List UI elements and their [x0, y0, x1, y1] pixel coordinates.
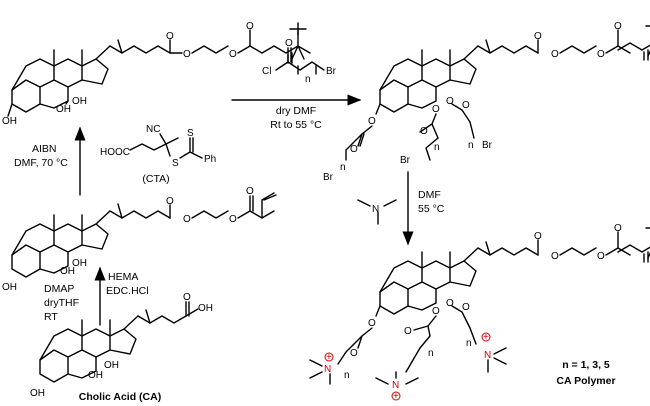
label-n-sub-6: n	[466, 338, 472, 349]
label-o-8: O	[246, 186, 254, 197]
label-o-30: O	[285, 38, 293, 49]
label-o-25: O	[462, 302, 470, 313]
molecule-acylated-intermediate: O O n Br O O n Br O O n Br O O O O	[323, 19, 650, 183]
label-o-15: O	[462, 100, 470, 111]
cond-hema-2: dryTHF	[44, 297, 79, 309]
label-s-2: S	[187, 128, 194, 139]
cond-amine-1: DMF	[418, 189, 441, 201]
label-n-sub-3: n	[468, 140, 474, 151]
cond-acyl-2: Rt to 55 °C	[270, 119, 322, 131]
label-n-sub-2: n	[434, 142, 440, 153]
label-o-26: O	[534, 231, 542, 242]
label-plus-3: +	[483, 332, 489, 343]
acyl-chloride-reagent: Cl O n Br	[262, 38, 337, 85]
label-n-sub-4: n	[344, 370, 350, 381]
label-o-28: O	[597, 251, 605, 262]
cond-acyl-1: dry DMF	[276, 105, 316, 117]
molecule-ca-polymer-precursor: OH OH OH O O O O	[2, 21, 311, 127]
label-n-plus-2: N	[392, 380, 399, 391]
label-o-5: O	[166, 196, 174, 207]
caption-cholic-acid: Cholic Acid (CA)	[79, 391, 161, 403]
label-cta: (CTA)	[142, 173, 169, 185]
cond-hema-5: EDC.HCl	[106, 285, 149, 297]
label-oh-1: OH	[2, 116, 17, 127]
label-o-2: O	[183, 49, 191, 60]
label-o-13: O	[420, 126, 428, 137]
label-n-sub-1: n	[340, 162, 346, 173]
charge-circle-3	[481, 332, 491, 342]
label-hooc: HOOC	[100, 147, 130, 158]
label-cl: Cl	[262, 66, 271, 77]
cond-aibn-2: DMF, 70 °C	[14, 157, 68, 169]
label-nc: NC	[146, 124, 160, 135]
molecule-cholic-acid: OH OH OH O OH Cholic Acid (CA)	[30, 292, 213, 403]
trimethylamine-reagent: N	[357, 199, 397, 225]
cond-hema-1: DMAP	[44, 283, 74, 295]
cond-hema-3: RT	[44, 311, 58, 323]
label-s-1: S	[172, 158, 179, 169]
label-o-16: O	[534, 31, 542, 42]
label-oh-2: OH	[56, 104, 71, 115]
label-o-10: O	[368, 116, 376, 127]
label-n-plus-3: N	[484, 350, 491, 361]
label-o-1: O	[166, 31, 174, 42]
label-br-3: Br	[482, 140, 493, 151]
cond-hema-4: HEMA	[108, 271, 138, 283]
label-n-sub-5: n	[428, 348, 434, 359]
cond-amine-2: 55 °C	[418, 203, 445, 215]
label-oh-3: OH	[72, 96, 87, 107]
label-oh-9: OH	[104, 360, 119, 371]
label-n-sub-7: n	[305, 74, 311, 85]
label-o-9: O	[183, 292, 191, 303]
label-o-4: O	[246, 21, 254, 32]
label-ph: Ph	[204, 154, 216, 165]
label-o-7: O	[229, 214, 237, 225]
molecule-ca-polymer: O O n N + O O n N + O O n N + O O O	[309, 221, 650, 402]
label-oh-6: OH	[72, 258, 87, 269]
cond-aibn-1: AIBN	[32, 143, 57, 155]
charge-circle-1	[324, 352, 334, 362]
label-o-6: O	[183, 214, 191, 225]
label-br-1: Br	[323, 172, 334, 183]
label-oh-8: OH	[88, 370, 103, 381]
caption-ca-polymer: CA Polymer	[556, 375, 615, 387]
label-o-14: O	[446, 96, 454, 107]
label-o-23: O	[404, 326, 412, 337]
label-oh-10: OH	[198, 303, 213, 314]
label-o-11: O	[350, 144, 358, 155]
label-br-2: Br	[400, 155, 411, 166]
label-o-24: O	[446, 298, 454, 309]
label-n-plus-1: N	[324, 364, 331, 375]
label-o-12: O	[432, 104, 440, 115]
label-o-20: O	[368, 318, 376, 329]
label-oh-7: OH	[30, 388, 45, 399]
label-oh-4: OH	[2, 282, 17, 293]
caption-n-values: n = 1, 3, 5	[562, 359, 610, 371]
label-n-amine: N	[372, 204, 379, 215]
label-o-17: O	[551, 49, 559, 60]
label-plus-2: +	[393, 391, 399, 402]
label-o-3: O	[229, 49, 237, 60]
label-o-29: O	[614, 223, 622, 234]
label-o-21: O	[350, 348, 358, 359]
label-oh-5: OH	[60, 266, 75, 277]
molecule-ca-hema: OH OH OH O O O O	[2, 186, 277, 293]
label-o-19: O	[614, 21, 622, 32]
label-o-22: O	[432, 306, 440, 317]
label-plus-1: +	[326, 352, 332, 363]
label-br-4: Br	[326, 66, 337, 77]
charge-circle-2	[391, 391, 401, 401]
label-o-18: O	[597, 49, 605, 60]
cta-structure: HOOC NC S S Ph (CTA)	[100, 124, 216, 185]
label-o-27: O	[551, 251, 559, 262]
